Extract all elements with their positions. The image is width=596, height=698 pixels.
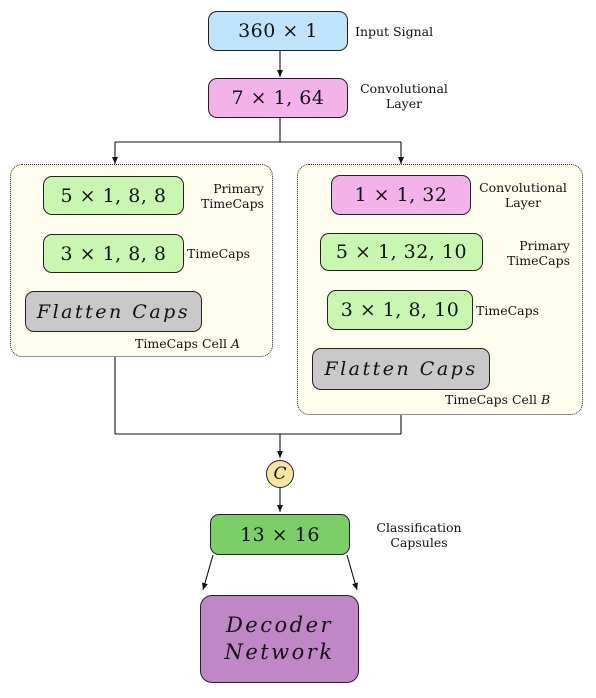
decoder-network-box: Decoder Network [200, 595, 359, 683]
decoder-network-line2: Network [224, 640, 335, 664]
cell-b-timecaps-dims: 3 × 1, 8, 10 [340, 299, 460, 321]
cell-b-conv-label-line2: Layer [504, 195, 542, 210]
cell-b-timecaps-label: TimeCaps [476, 303, 540, 318]
cell-b-caption-letter: B [540, 392, 551, 407]
cell-b-primary-timecaps-dims: 5 × 1, 32, 10 [335, 241, 468, 263]
classification-label-line2: Capsules [390, 535, 448, 550]
cell-b-conv-label-line1: Convolutional [479, 180, 567, 195]
conv-layer-label-line2: Layer [385, 96, 423, 111]
cell-b-timecaps-box: 3 × 1, 8, 10 [327, 290, 473, 330]
cell-a-caption-prefix: TimeCaps Cell [135, 336, 227, 351]
cell-b-caption: TimeCaps Cell B [445, 392, 550, 407]
cell-a-timecaps-box: 3 × 1, 8, 8 [43, 234, 184, 273]
input-signal-label: Input Signal [355, 24, 434, 39]
cell-b-conv-layer-dims: 1 × 1, 32 [354, 184, 448, 206]
decoder-network-line1: Decoder [225, 613, 334, 637]
input-signal-box: 360 × 1 [208, 11, 348, 51]
cell-b-flatten-caps-text: Flatten Caps [324, 358, 478, 380]
concatenate-node: C [266, 460, 294, 488]
cell-a-flatten-caps-box: Flatten Caps [25, 291, 202, 332]
cell-a-primary-timecaps-label: Primary TimeCaps [184, 181, 264, 211]
cell-b-conv-layer-label: Convolutional Layer [471, 180, 575, 210]
cell-a-primary-timecaps-box: 5 × 1, 8, 8 [43, 176, 184, 215]
conv-layer-label: Convolutional Layer [352, 81, 456, 111]
conv-layer-label-line1: Convolutional [360, 81, 448, 96]
cell-a-primary-label-line1: Primary [213, 181, 264, 196]
conv-layer-dims: 7 × 1, 64 [231, 87, 325, 109]
conv-layer-box: 7 × 1, 64 [208, 78, 348, 118]
classification-label-line1: Classification [376, 520, 462, 535]
cell-b-primary-timecaps-box: 5 × 1, 32, 10 [320, 233, 483, 271]
cell-a-caption-letter: A [230, 336, 240, 351]
cell-a-timecaps-label: TimeCaps [187, 246, 251, 261]
arrow-classification-to-decoder-left [202, 554, 214, 591]
cell-b-flatten-caps-box: Flatten Caps [312, 348, 490, 390]
classification-capsules-label: Classification Capsules [355, 520, 483, 550]
cell-b-conv-layer-box: 1 × 1, 32 [331, 175, 471, 215]
cell-a-timecaps-dims: 3 × 1, 8, 8 [60, 242, 167, 265]
concatenate-symbol: C [273, 464, 287, 484]
cell-a-flatten-caps-text: Flatten Caps [36, 300, 191, 323]
input-signal-dims: 360 × 1 [238, 20, 318, 42]
classification-capsules-dims: 13 × 16 [240, 523, 320, 546]
cell-b-primary-label-line2: TimeCaps [506, 253, 570, 268]
classification-capsules-box: 13 × 16 [210, 514, 350, 555]
cell-b-primary-label-line1: Primary [519, 238, 570, 253]
cell-a-primary-label-line2: TimeCaps [200, 196, 264, 211]
cell-b-caption-prefix: TimeCaps Cell [445, 392, 537, 407]
cell-a-caption: TimeCaps Cell A [135, 336, 240, 351]
cell-a-primary-timecaps-dims: 5 × 1, 8, 8 [60, 184, 167, 207]
arrow-classification-to-decoder-right [346, 554, 358, 591]
cell-b-primary-timecaps-label: Primary TimeCaps [488, 238, 570, 268]
